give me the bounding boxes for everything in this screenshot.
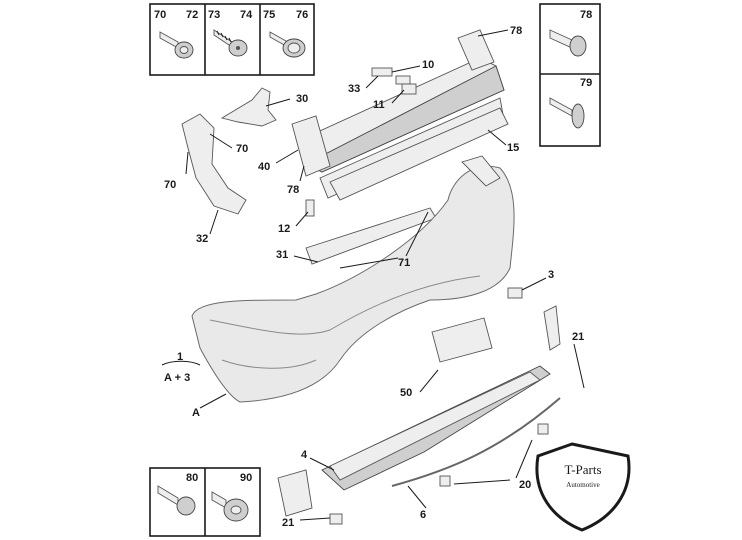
callout-70-a: 70: [236, 143, 248, 155]
label-74: 74: [240, 9, 253, 21]
fastener-box-78-79: 78 79: [539, 3, 601, 147]
rear-diffuser: [321, 365, 551, 491]
callout-11: 11: [373, 99, 385, 111]
energy-absorber: [329, 107, 509, 201]
clip-bottom: [329, 513, 343, 525]
side-bracket-21-right: [543, 305, 561, 351]
side-bracket-21-bottom: [277, 469, 313, 517]
callout-40: 40: [258, 161, 270, 173]
callout-6: 6: [420, 509, 426, 521]
label-72: 72: [186, 9, 198, 21]
clip-90-icon: [211, 491, 249, 522]
label-70: 70: [154, 9, 166, 21]
callout-3: 3: [548, 269, 554, 281]
fastener-box-80-90: 80 90: [149, 467, 261, 537]
t-parts-logo: T-Parts Automotive: [535, 442, 631, 532]
callout-15: 15: [507, 142, 519, 154]
side-bracket-32: [181, 113, 247, 215]
assembly-variants: A + 3: [164, 372, 190, 384]
callout-78-mid: 78: [287, 184, 299, 196]
callout-32: 32: [196, 233, 208, 245]
screw-75-76-icon: [269, 31, 306, 58]
fastener-box-70-76: 70 72 73 74 75 76: [149, 3, 315, 76]
assembly-number: 1: [177, 351, 183, 363]
bolt-78-icon: [549, 29, 587, 57]
rivet-79-icon: [549, 97, 585, 129]
callout-71: 71: [398, 257, 410, 269]
clip-20-b: [537, 423, 549, 435]
callout-31: 31: [276, 249, 288, 261]
callout-4: 4: [301, 449, 308, 461]
logo-tagline: Automotive: [566, 481, 599, 489]
callout-70-b: 70: [164, 179, 176, 191]
callout-30: 30: [296, 93, 308, 105]
callout-20: 20: [519, 479, 531, 491]
callout-33: 33: [348, 83, 360, 95]
rear-bumper-cover: [191, 155, 515, 403]
trim-strip-6: [391, 397, 561, 487]
callout-50: 50: [400, 387, 412, 399]
callout-10: 10: [422, 59, 434, 71]
callout-labels: 78 10 33 11 30 15 40 70 70 78 12 32 31 7…: [164, 25, 584, 529]
callout-A: A: [192, 407, 200, 419]
clip-12: [305, 199, 315, 217]
screw-73-74-icon: [213, 29, 248, 57]
sensor-bracket-3: [507, 287, 523, 299]
side-bracket-30: [220, 87, 277, 127]
label-80: 80: [186, 472, 198, 484]
callout-21-bottom: 21: [282, 517, 294, 529]
label-79-box: 79: [580, 77, 592, 89]
clip-20-a: [439, 475, 451, 487]
label-76: 76: [296, 9, 308, 21]
license-plate-bracket: [431, 317, 493, 363]
label-78-box: 78: [580, 9, 592, 21]
label-75: 75: [263, 9, 275, 21]
screw-70-72-icon: [159, 31, 194, 59]
callout-78-top: 78: [510, 25, 522, 37]
bolt-80-icon: [157, 485, 196, 516]
logo-name: T-Parts: [564, 462, 601, 477]
callout-12: 12: [278, 223, 290, 235]
label-90: 90: [240, 472, 252, 484]
assembly-brace-icon: [161, 360, 201, 366]
leader-lines: [161, 29, 585, 521]
label-73: 73: [208, 9, 220, 21]
shield-icon: [535, 442, 631, 532]
callout-21-right: 21: [572, 331, 584, 343]
